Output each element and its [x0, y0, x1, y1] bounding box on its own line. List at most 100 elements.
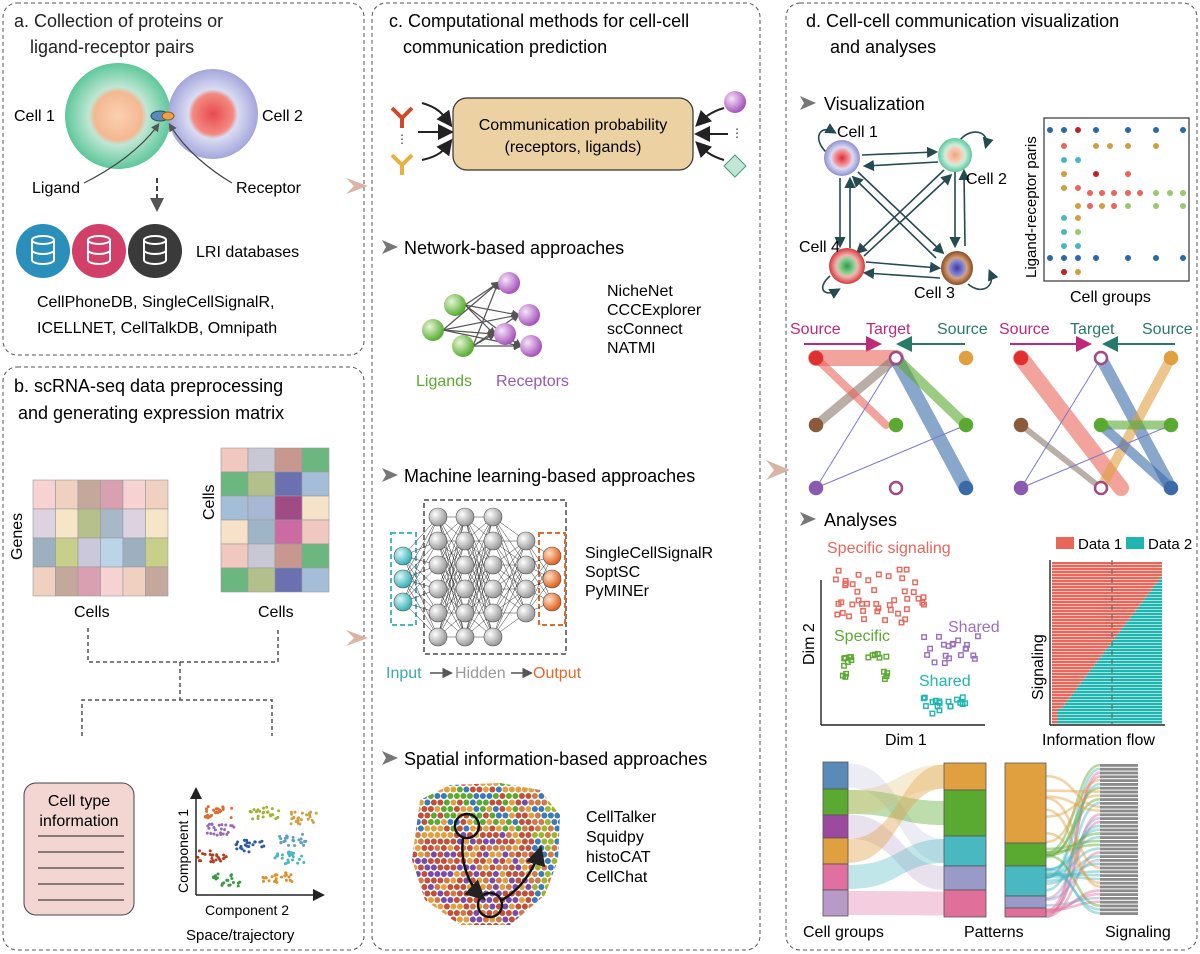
tissue-spot — [450, 864, 457, 871]
embedding-point — [308, 815, 312, 819]
tissue-spot — [541, 903, 548, 910]
info-flow-bar-data2 — [1057, 715, 1162, 718]
river-pattern-block — [1004, 895, 1047, 909]
scatter-specific-signaling-point — [903, 566, 910, 573]
legend-data2-label: Data 2 — [1148, 536, 1192, 553]
tissue-spot — [460, 783, 467, 786]
nn-node — [483, 555, 503, 575]
river-signaling-bar — [1100, 798, 1138, 801]
embedding-point — [251, 843, 255, 847]
matrix-cell — [145, 537, 169, 568]
tissue-spot — [479, 819, 486, 825]
tissue-spot — [412, 903, 418, 910]
tissue-spot — [502, 890, 509, 897]
embedding-point — [305, 813, 309, 817]
tissue-spot — [538, 832, 545, 838]
dotplot-dot — [1087, 203, 1093, 209]
embedding-point — [261, 815, 265, 819]
river-pattern-block — [943, 835, 987, 867]
tissue-spot — [412, 786, 418, 793]
tissue-spot — [450, 812, 457, 819]
tissue-spot — [544, 923, 551, 925]
tissue-spot — [466, 858, 473, 864]
tissue-spot — [412, 799, 418, 806]
dotplot — [1047, 127, 1186, 275]
embedding-point — [215, 833, 219, 837]
nn-node — [428, 603, 448, 623]
tissue-spot — [463, 851, 470, 858]
tissue-spot — [440, 819, 447, 825]
tissue-spot — [544, 884, 551, 890]
tissue-spot — [538, 884, 545, 890]
tissue-spot — [430, 851, 437, 858]
cell-2-label: Cell 2 — [262, 108, 303, 125]
info-flow-bar-data1 — [1052, 646, 1108, 649]
tissue-spot — [531, 845, 538, 851]
tissue-spot — [412, 916, 418, 923]
tissue-spot — [515, 864, 522, 871]
panel-b-title-2: and generating expression matrix — [18, 403, 284, 423]
tissue-spot — [531, 910, 538, 916]
tissue-spot — [440, 845, 447, 851]
tissue-spot — [427, 858, 434, 864]
info-flow-bar-data2 — [1126, 622, 1162, 625]
tissue-spot — [499, 806, 506, 812]
tissue-spot — [525, 806, 532, 812]
tissue-spot — [427, 819, 434, 825]
scatter-specific-signaling-point — [832, 576, 839, 583]
hierarchy-node — [958, 417, 974, 433]
scatter-specific-signaling-point — [910, 589, 917, 596]
tissue-spot — [541, 799, 548, 806]
dotplot-dot — [1075, 157, 1081, 163]
tissue-spot — [521, 786, 528, 793]
tissue-spot — [518, 910, 525, 916]
river-signal-flow — [1045, 832, 1101, 857]
info-flow-bar-data1 — [1052, 595, 1147, 598]
info-flow-bar-data2 — [1130, 616, 1162, 619]
info-flow-bar-data1 — [1052, 709, 1058, 712]
river-pattern-block — [1004, 865, 1047, 897]
matrix-cell — [220, 495, 249, 521]
matrix-cell — [247, 567, 276, 593]
tissue-spot — [534, 916, 541, 923]
tissue-spot — [427, 910, 434, 916]
tissue-spot — [463, 786, 470, 793]
river-plot — [822, 761, 1138, 919]
tissue-spot — [499, 871, 506, 877]
hierarchy-node — [888, 480, 904, 496]
tissue-spot — [437, 799, 444, 806]
embedding-point — [302, 843, 306, 847]
tissue-spot — [434, 858, 441, 864]
tissue-spot — [557, 832, 560, 838]
river-cell-group-block — [822, 814, 849, 839]
cell-type-label-2: information — [39, 813, 118, 830]
embedding-point — [242, 849, 246, 853]
tissue-spot — [473, 793, 480, 799]
tissue-spot — [525, 858, 532, 864]
river-signaling-bar — [1100, 847, 1138, 851]
dotplot-dot — [1125, 203, 1131, 209]
river-signaling-bar — [1100, 836, 1138, 839]
river-signaling-bar — [1100, 855, 1138, 858]
info-flow-bar-data2 — [1157, 580, 1162, 583]
tissue-spot — [544, 806, 551, 812]
river-signal-flow — [1045, 867, 1101, 915]
river-signal-flow — [1045, 808, 1101, 888]
matrix-cell — [145, 566, 169, 597]
tissue-spot — [412, 897, 415, 903]
tissue-spot — [518, 871, 525, 877]
info-flow-bar-data2 — [1073, 691, 1162, 694]
info-flow-bar-data1 — [1052, 718, 1058, 721]
tissue-spot — [417, 877, 424, 884]
embedding-point — [297, 857, 301, 861]
scatter-specific-signaling-point — [834, 611, 841, 618]
tissue-spot — [528, 916, 535, 923]
matrix-cell — [247, 471, 276, 497]
tissue-spot — [466, 783, 473, 786]
embedding-point — [208, 849, 212, 853]
scatter-specific-signaling-point — [882, 617, 889, 624]
info-flow-bar-data2 — [1098, 658, 1162, 661]
embedding-point — [286, 858, 290, 862]
nn-node — [455, 579, 475, 599]
tissue-spot — [440, 783, 447, 786]
